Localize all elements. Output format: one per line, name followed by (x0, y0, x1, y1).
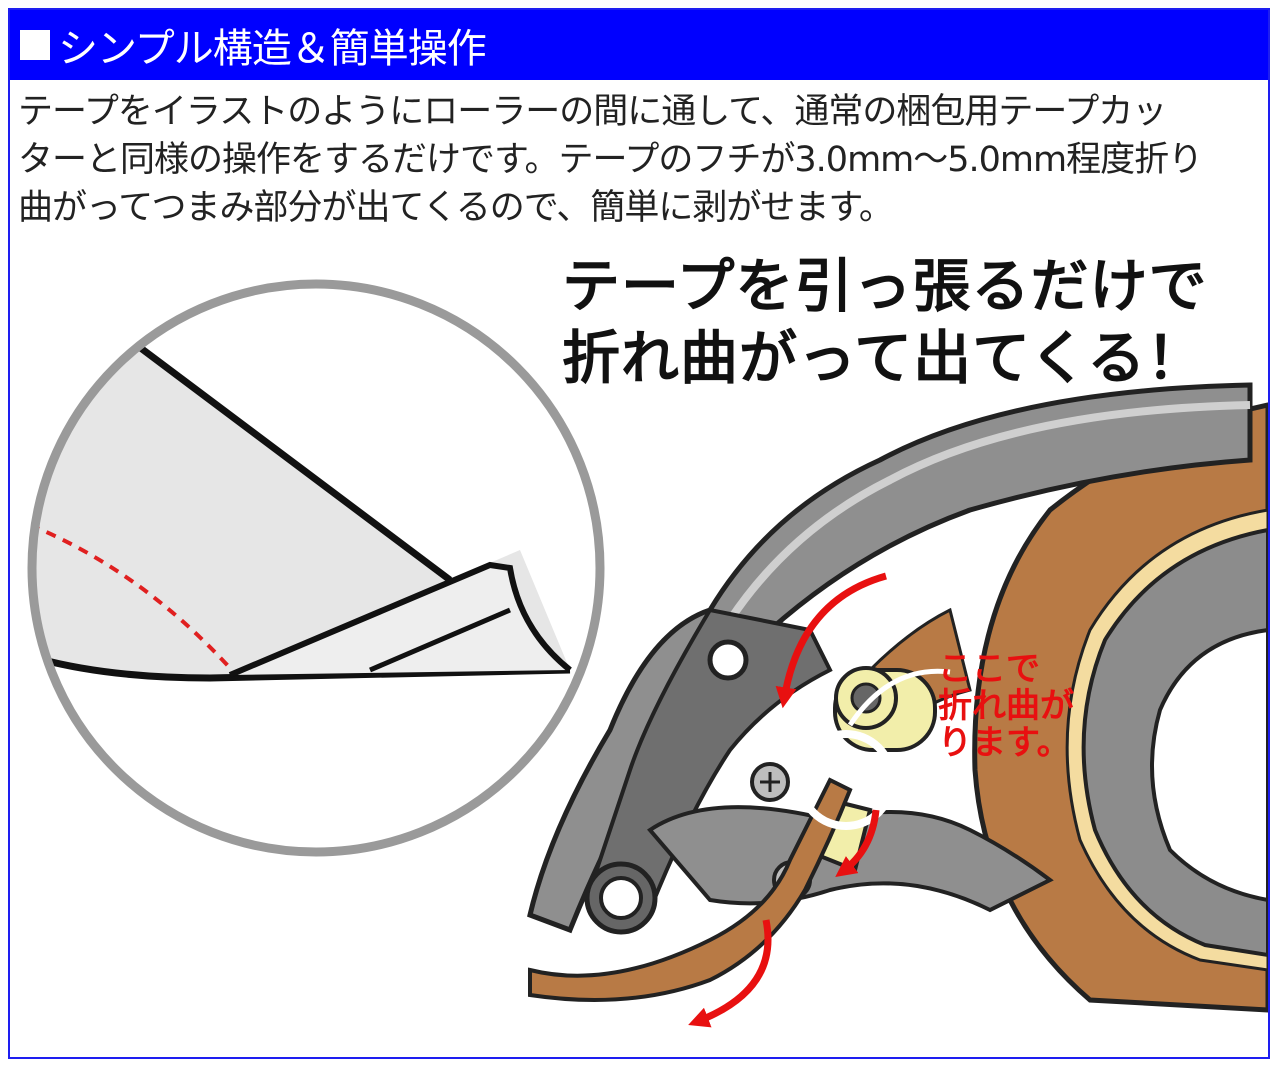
pivot-hole-icon (599, 876, 643, 920)
zoom-detail (27, 279, 605, 857)
arrow-icon (775, 572, 887, 709)
section-title: シンプル構造＆簡単操作 (58, 26, 487, 72)
screw-icon (750, 762, 790, 802)
content-frame: シンプル構造＆簡単操作 テープをイラストのようにローラーの間に通して、通常の梱包… (8, 8, 1270, 1059)
folding-roller (833, 666, 937, 752)
headline: テープを引っ張るだけで 折れ曲がって出てくる！ (562, 250, 1262, 394)
callout-line: ります。 (938, 723, 1071, 763)
pivot-hole-icon (707, 639, 749, 681)
callout-line: 折れ曲が (938, 686, 1074, 726)
tape-feed (528, 777, 853, 1002)
tape-cutter-illustration: ここで 折れ曲が ります。 (27, 279, 1268, 1028)
zoom-circle (27, 279, 605, 857)
section-header: シンプル構造＆簡単操作 (10, 10, 1268, 80)
arrow-icon (835, 809, 880, 877)
motion-arrows (688, 572, 887, 1028)
dispenser-housing (527, 382, 1253, 934)
square-bullet-icon (20, 30, 50, 60)
callout-label: ここで 折れ曲が ります。 (938, 649, 1074, 763)
folded-edge (228, 561, 572, 678)
headline-line-1: テープを引っ張るだけで (562, 252, 1208, 320)
headline-line-2: 折れ曲がって出てくる！ (562, 324, 1206, 392)
callout-line: ここで (938, 649, 1040, 689)
description-line: テープをイラストのようにローラーの間に通して、通常の梱包用テープカッ (18, 92, 1167, 132)
description-line: ターと同様の操作をするだけです。テープのフチが3.0mm～5.0mm程度折り (18, 140, 1203, 180)
description: テープをイラストのようにローラーの間に通して、通常の梱包用テープカッ ターと同様… (18, 88, 1258, 232)
arrow-icon (688, 919, 772, 1028)
description-line: 曲がってつまみ部分が出てくるので、簡単に剥がせます。 (18, 188, 894, 228)
highlight-circle (796, 730, 896, 830)
tape-dispenser (527, 382, 1268, 1013)
